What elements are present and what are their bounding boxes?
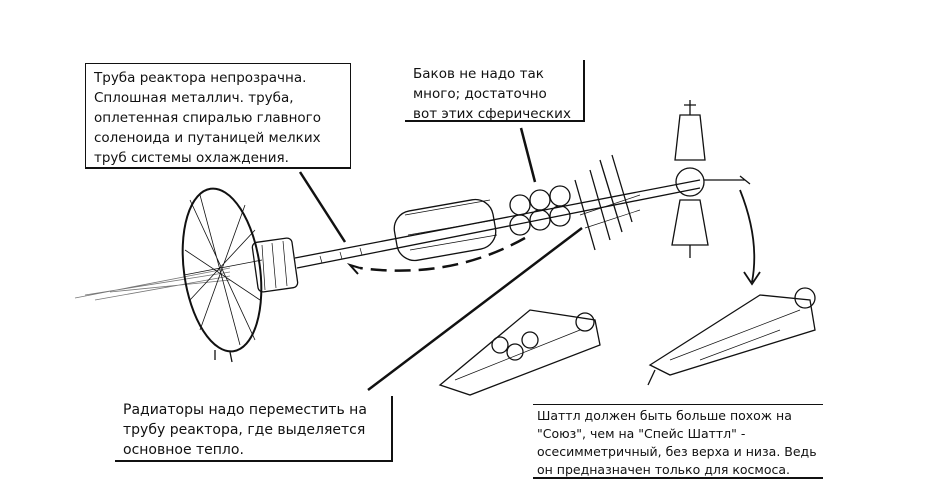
- fuel-tanks: [393, 198, 498, 262]
- note-shuttle: Шаттл должен быть больше похож на "Союз"…: [533, 404, 823, 479]
- move-radiators-arrow: [359, 236, 526, 272]
- spherical-tanks: [509, 185, 571, 236]
- note-radiators: Радиаторы надо переместить на трубу реак…: [115, 396, 393, 462]
- leader-line: [519, 127, 537, 183]
- leader-line: [367, 227, 583, 391]
- radiator-panels: [574, 154, 641, 251]
- leader-line: [298, 171, 347, 243]
- reactor-block: [251, 237, 299, 293]
- note-tanks: Баков не надо так много; достаточно вот …: [405, 60, 585, 122]
- shuttle-current-sketch: [438, 309, 601, 396]
- station-module: [671, 100, 751, 258]
- leader-arrow: [739, 189, 761, 286]
- arrow-head: [346, 263, 361, 275]
- exhaust-plume: [74, 267, 231, 301]
- shuttle-proposed-sketch: [647, 287, 816, 386]
- note-reactor-tube: Труба реактора непрозрачна. Сплошная мет…: [85, 63, 351, 169]
- reactor-tube: [294, 179, 701, 269]
- magnetic-nozzle-dish: [181, 187, 263, 363]
